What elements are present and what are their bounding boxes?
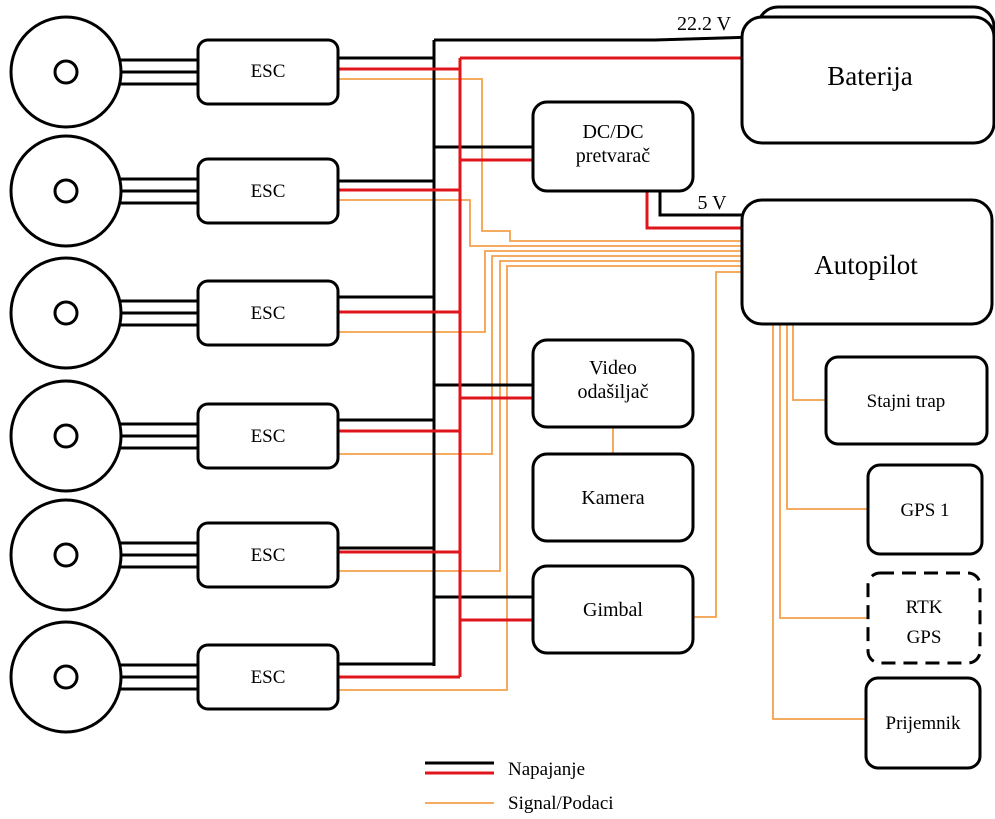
power-wires [338, 56, 745, 679]
ground-wires [338, 35, 756, 666]
landing-gear-label: Stajni trap [867, 391, 946, 412]
motor-esc-wires [119, 58, 198, 691]
esc-label: ESC [251, 667, 286, 688]
rtk-gps-label-line-2: GPS [907, 627, 942, 648]
autopilot-label: Autopilot [814, 250, 918, 280]
motor-4 [9, 379, 123, 493]
motor-5 [9, 498, 123, 612]
signal-wires [338, 78, 868, 720]
battery-block: Baterija [740, 5, 995, 145]
battery-label: Baterija [827, 61, 912, 91]
dcdc-label-line-2: pretvarač [576, 145, 651, 167]
esc-6: ESC [196, 643, 340, 711]
esc-label: ESC [251, 181, 286, 202]
motor-3 [9, 256, 123, 370]
esc-1: ESC [196, 38, 340, 106]
esc-label: ESC [251, 61, 286, 82]
dcdc-label-line-1: DC/DC [582, 121, 643, 143]
regulated-voltage-label: 5 V [697, 192, 727, 214]
rtk-gps-label-line-1: RTK [906, 597, 943, 618]
legend: Napajanje Signal/Podaci [425, 759, 614, 814]
motor-1 [9, 15, 123, 129]
motor-2 [9, 134, 123, 248]
video-transmitter-block: Video odašiljač [531, 338, 695, 429]
legend-power: Napajanje [425, 759, 585, 780]
landing-gear-block: Stajni trap [824, 355, 989, 446]
esc-2: ESC [196, 157, 340, 225]
rtk-gps-block: RTK GPS [866, 571, 982, 665]
esc-label: ESC [251, 545, 286, 566]
esc-3: ESC [196, 279, 340, 347]
camera-label: Kamera [581, 487, 644, 509]
battery-voltage-label: 22.2 V [677, 13, 732, 35]
autopilot-block: Autopilot [740, 198, 994, 326]
video-tx-label-line-1: Video [589, 357, 637, 379]
receiver-block: Prijemnik [864, 676, 982, 770]
receiver-label: Prijemnik [886, 713, 961, 734]
gimbal-label: Gimbal [583, 599, 643, 621]
esc-label: ESC [251, 303, 286, 324]
legend-signal-label: Signal/Podaci [508, 793, 614, 814]
gps1-block: GPS 1 [866, 463, 984, 556]
motor-6 [9, 620, 123, 734]
legend-signal: Signal/Podaci [425, 793, 614, 814]
video-tx-label-line-2: odašiljač [577, 381, 648, 403]
esc-5: ESC [196, 521, 340, 589]
camera-block: Kamera [531, 452, 695, 543]
gimbal-block: Gimbal [531, 564, 695, 655]
gps1-label: GPS 1 [900, 500, 949, 521]
esc-4: ESC [196, 402, 340, 470]
dcdc-converter-block: DC/DC pretvarač [531, 100, 695, 193]
esc-label: ESC [251, 426, 286, 447]
legend-power-label: Napajanje [508, 759, 585, 780]
